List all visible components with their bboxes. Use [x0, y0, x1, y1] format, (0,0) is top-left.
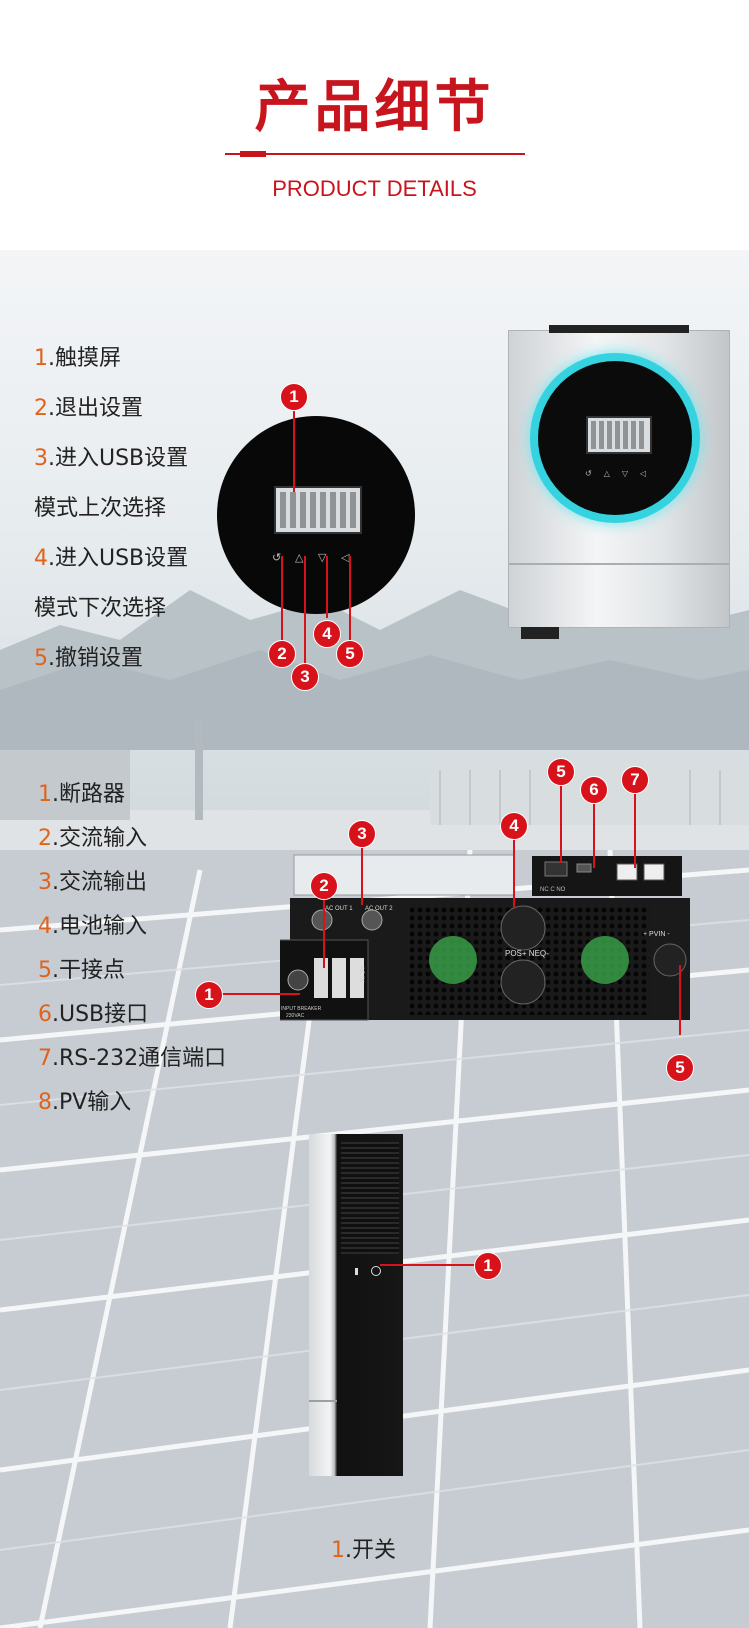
- callout-badge: 3: [291, 663, 319, 691]
- svg-text:POS+ NEQ-: POS+ NEQ-: [505, 949, 549, 958]
- svg-text:AC OUT 2: AC OUT 2: [365, 906, 393, 912]
- callout-badge: 2: [268, 640, 296, 668]
- header: 产品细节 PRODUCT DETAILS: [0, 0, 749, 250]
- back-icon: ↺: [272, 551, 282, 564]
- callout-line: [323, 896, 325, 968]
- callout-line: [349, 556, 351, 644]
- up-icon: △: [295, 551, 304, 564]
- callout-line: [634, 790, 636, 868]
- list-item: 3.交流输出: [38, 870, 147, 895]
- svg-text:INPUT BREAKER: INPUT BREAKER: [281, 1006, 322, 1012]
- page-title: 产品细节: [254, 75, 495, 140]
- list-item: 7.RS-232通信端口: [38, 1046, 227, 1071]
- callout-line: [293, 408, 295, 492]
- list-item: 6.USB接口: [38, 1002, 149, 1027]
- power-switch: [355, 1264, 385, 1278]
- callout-line: [593, 800, 595, 868]
- lcd-screen: [274, 486, 362, 534]
- callout-line: [304, 556, 306, 666]
- list-item: 8.PV输入: [38, 1090, 132, 1115]
- inverter-front-image: ↺△▽◁: [508, 325, 730, 639]
- callout-badge: 5: [547, 758, 575, 786]
- list-item: 1.开关: [331, 1538, 396, 1563]
- touch-display-closeup: ↺ △ ▽ ◁: [217, 416, 415, 614]
- list-item: 4.电池输入: [38, 914, 147, 939]
- callout-badge: 2: [310, 872, 338, 900]
- svg-text:+ PVIN -: + PVIN -: [643, 931, 670, 938]
- svg-text:230VAC: 230VAC: [286, 1013, 305, 1019]
- list-item: 5.干接点: [38, 958, 125, 983]
- callout-line: [679, 965, 681, 1035]
- svg-text:AC OUT 1: AC OUT 1: [325, 906, 353, 912]
- title-divider: [225, 153, 525, 155]
- list-item: 4.进入USB设置: [34, 546, 189, 571]
- callout-badge: 4: [500, 812, 528, 840]
- list-item: 3.进入USB设置: [34, 446, 189, 471]
- callout-line: [326, 556, 328, 618]
- callout-badge: 3: [348, 820, 376, 848]
- inverter-bottom-image: NC C NO POS+ NEQ- + PVIN - AC OUT 1 AC O…: [280, 854, 690, 1021]
- callout-line: [560, 783, 562, 863]
- mountain-backdrop: [0, 590, 749, 750]
- title-divider-accent: [240, 151, 266, 157]
- page-subtitle: PRODUCT DETAILS: [272, 176, 477, 201]
- svg-text:NC C NO: NC C NO: [540, 887, 566, 893]
- callout-line: [220, 993, 300, 995]
- svg-text:AC IN: AC IN: [358, 966, 364, 982]
- list-item: 2.交流输入: [38, 826, 147, 851]
- callout-line: [513, 838, 515, 908]
- list-item: 1.触摸屏: [34, 346, 121, 371]
- callout-badge: 1: [195, 981, 223, 1009]
- down-icon: ▽: [318, 551, 327, 564]
- callout-badge: 5: [666, 1054, 694, 1082]
- callout-badge: 7: [621, 766, 649, 794]
- side-vent: [341, 1142, 399, 1254]
- callout-badge: 1: [280, 383, 308, 411]
- inverter-side-image: [309, 1134, 403, 1476]
- list-item: 2.退出设置: [34, 396, 143, 421]
- callout-badge: 6: [580, 776, 608, 804]
- callout-badge: 5: [336, 640, 364, 668]
- inverter-display: ↺△▽◁: [538, 361, 692, 515]
- callout-line: [361, 845, 363, 905]
- callout-badge: 1: [474, 1252, 502, 1280]
- list-item: 1.断路器: [38, 782, 125, 807]
- callout-badge: 4: [313, 620, 341, 648]
- list-item: 模式下次选择: [34, 596, 167, 621]
- cancel-icon: ◁: [341, 551, 350, 564]
- list-item: 模式上次选择: [34, 496, 167, 521]
- callout-line: [281, 556, 283, 644]
- list-item: 5.撤销设置: [34, 646, 143, 671]
- callout-line: [380, 1264, 476, 1266]
